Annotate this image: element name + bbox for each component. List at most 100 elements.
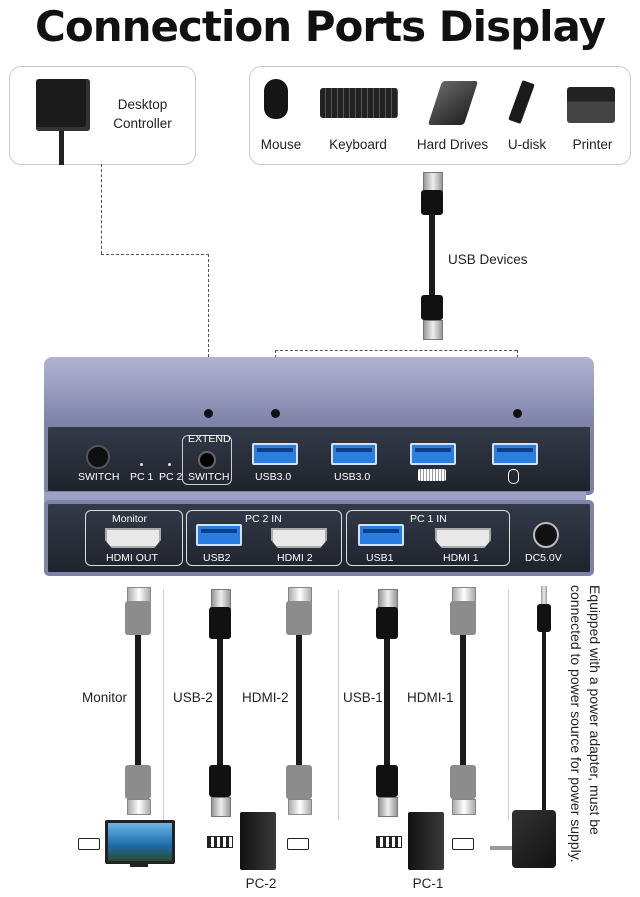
pc2-led bbox=[168, 463, 171, 466]
controller-dashed-line-h bbox=[101, 254, 209, 255]
usb2-port-label: USB2 bbox=[203, 552, 230, 564]
pc2-in-label: PC 2 IN bbox=[245, 513, 282, 525]
usb-plug-bottom bbox=[421, 295, 443, 320]
power-supply-note: Equipped with a power adapter, must be c… bbox=[566, 585, 604, 877]
pc2-led-label: PC 2 bbox=[159, 471, 182, 483]
power-adapter-prong bbox=[490, 846, 512, 850]
usb1-tip-bottom bbox=[378, 797, 398, 817]
hdmi1-port-label: HDMI 1 bbox=[443, 552, 479, 564]
pc1-led-label: PC 1 bbox=[130, 471, 153, 483]
usb-bracket-line bbox=[275, 350, 517, 351]
pc1-in-label: PC 1 IN bbox=[410, 513, 447, 525]
switch-label: SWITCH bbox=[78, 471, 119, 483]
hdmi2-plug-top bbox=[286, 601, 312, 635]
monitor-device-icon bbox=[105, 820, 175, 864]
usb-port-marker-1 bbox=[271, 409, 280, 418]
front-panel: SWITCH PC 1 PC 2 EXTEND SWITCH USB3.0 US… bbox=[44, 423, 594, 495]
extend-switch-jack[interactable] bbox=[198, 451, 216, 469]
usb-plug-tip-bottom bbox=[423, 320, 443, 340]
keyboard-port-icon bbox=[418, 469, 446, 481]
usb-plug-tip-top bbox=[423, 172, 443, 192]
monitor-hdmi-port-icon bbox=[78, 838, 100, 850]
usb1-plug-top bbox=[376, 607, 398, 639]
usb1-plug-bottom bbox=[376, 765, 398, 797]
controller-label-line2: Controller bbox=[100, 116, 185, 131]
device-label-keyboard: Keyboard bbox=[318, 137, 398, 152]
hdmi1-plug-top bbox=[450, 601, 476, 635]
usb-port-marker-4 bbox=[513, 409, 522, 418]
monitor-port-label: Monitor bbox=[112, 513, 147, 525]
power-adapter-icon bbox=[512, 810, 556, 868]
hdmi2-port[interactable] bbox=[271, 528, 327, 548]
usb-plug-top bbox=[421, 190, 443, 215]
usb2-plug-top bbox=[209, 607, 231, 639]
mouse-icon bbox=[264, 79, 288, 119]
monitor-hdmi-plug-top bbox=[125, 601, 151, 635]
hdmi2-cable bbox=[296, 635, 302, 765]
hard-drive-icon bbox=[428, 81, 478, 125]
hdmi-out-label: HDMI OUT bbox=[106, 552, 158, 564]
dc-label: DC5.0V bbox=[525, 552, 562, 564]
pc2-label: PC-2 bbox=[236, 876, 286, 891]
usb1-tip-top bbox=[378, 589, 398, 609]
usb1-cable bbox=[384, 639, 390, 765]
monitor-stand bbox=[130, 861, 148, 867]
mouse-port-icon bbox=[508, 469, 519, 484]
hdmi1-plug-bottom bbox=[450, 765, 476, 799]
hdmi2-plug-bottom bbox=[286, 765, 312, 799]
hdmi-out-port[interactable] bbox=[105, 528, 161, 548]
device-label-mouse: Mouse bbox=[252, 137, 310, 152]
device-label-u-disk: U-disk bbox=[497, 137, 557, 152]
usb-devices-box: Mouse Keyboard Hard Drives U-disk Printe… bbox=[249, 66, 631, 165]
hdmi1-cable-label: HDMI-1 bbox=[407, 690, 454, 705]
divider-2 bbox=[338, 590, 339, 820]
power-supply-note-text: Equipped with a power adapter, must be c… bbox=[568, 585, 603, 863]
rear-panel: Monitor HDMI OUT PC 2 IN USB2 HDMI 2 PC … bbox=[44, 500, 594, 576]
hdmi2-cable-label: HDMI-2 bbox=[242, 690, 289, 705]
desktop-controller-icon bbox=[36, 79, 90, 131]
usb1-port-label: USB1 bbox=[366, 552, 393, 564]
divider-3 bbox=[508, 590, 509, 820]
usb-mouse-port[interactable] bbox=[492, 443, 538, 465]
pc1-hdmi-port-icon bbox=[452, 838, 474, 850]
dc-power-jack[interactable] bbox=[533, 522, 559, 548]
usb-devices-cable bbox=[429, 215, 435, 295]
switch-button[interactable] bbox=[86, 445, 110, 469]
usb2-tip-bottom bbox=[211, 797, 231, 817]
usb2-cable-label: USB-2 bbox=[173, 690, 213, 705]
usb3-port-2[interactable] bbox=[331, 443, 377, 465]
extend-switch-label: SWITCH bbox=[188, 471, 229, 483]
controller-cable bbox=[59, 131, 64, 165]
usb3-port-1[interactable] bbox=[252, 443, 298, 465]
usb1-cable-label: USB-1 bbox=[343, 690, 383, 705]
dc-plug bbox=[537, 604, 551, 632]
controller-port-marker bbox=[204, 409, 213, 418]
controller-dashed-line bbox=[101, 164, 102, 254]
usb3-port-2-label: USB3.0 bbox=[334, 471, 370, 483]
monitor-hdmi-plug-bottom bbox=[125, 765, 151, 799]
usb-keyboard-port[interactable] bbox=[410, 443, 456, 465]
device-label-printer: Printer bbox=[560, 137, 625, 152]
monitor-hdmi-tip-bottom bbox=[127, 799, 151, 815]
page-title: Connection Ports Display bbox=[0, 2, 640, 51]
usb2-port[interactable] bbox=[196, 524, 242, 546]
power-cable bbox=[542, 632, 546, 812]
desktop-controller-box: Desktop Controller bbox=[9, 66, 196, 165]
kvm-switch-top-body bbox=[44, 357, 594, 427]
usb2-plug-bottom bbox=[209, 765, 231, 797]
pc2-usb-port-icon bbox=[207, 836, 233, 848]
hdmi2-tip-bottom bbox=[288, 799, 312, 815]
usb1-port[interactable] bbox=[358, 524, 404, 546]
monitor-cable-label: Monitor bbox=[82, 690, 127, 705]
usb3-port-1-label: USB3.0 bbox=[255, 471, 291, 483]
printer-icon bbox=[567, 87, 615, 123]
usb-devices-label: USB Devices bbox=[448, 252, 528, 267]
controller-label-line1: Desktop bbox=[100, 97, 185, 112]
keyboard-icon bbox=[320, 88, 398, 118]
hdmi1-cable bbox=[460, 635, 466, 765]
monitor-cable bbox=[135, 635, 141, 765]
hdmi1-port[interactable] bbox=[435, 528, 491, 548]
usb2-cable bbox=[217, 639, 223, 765]
pc2-hdmi-port-icon bbox=[287, 838, 309, 850]
extend-label: EXTEND bbox=[188, 433, 231, 445]
